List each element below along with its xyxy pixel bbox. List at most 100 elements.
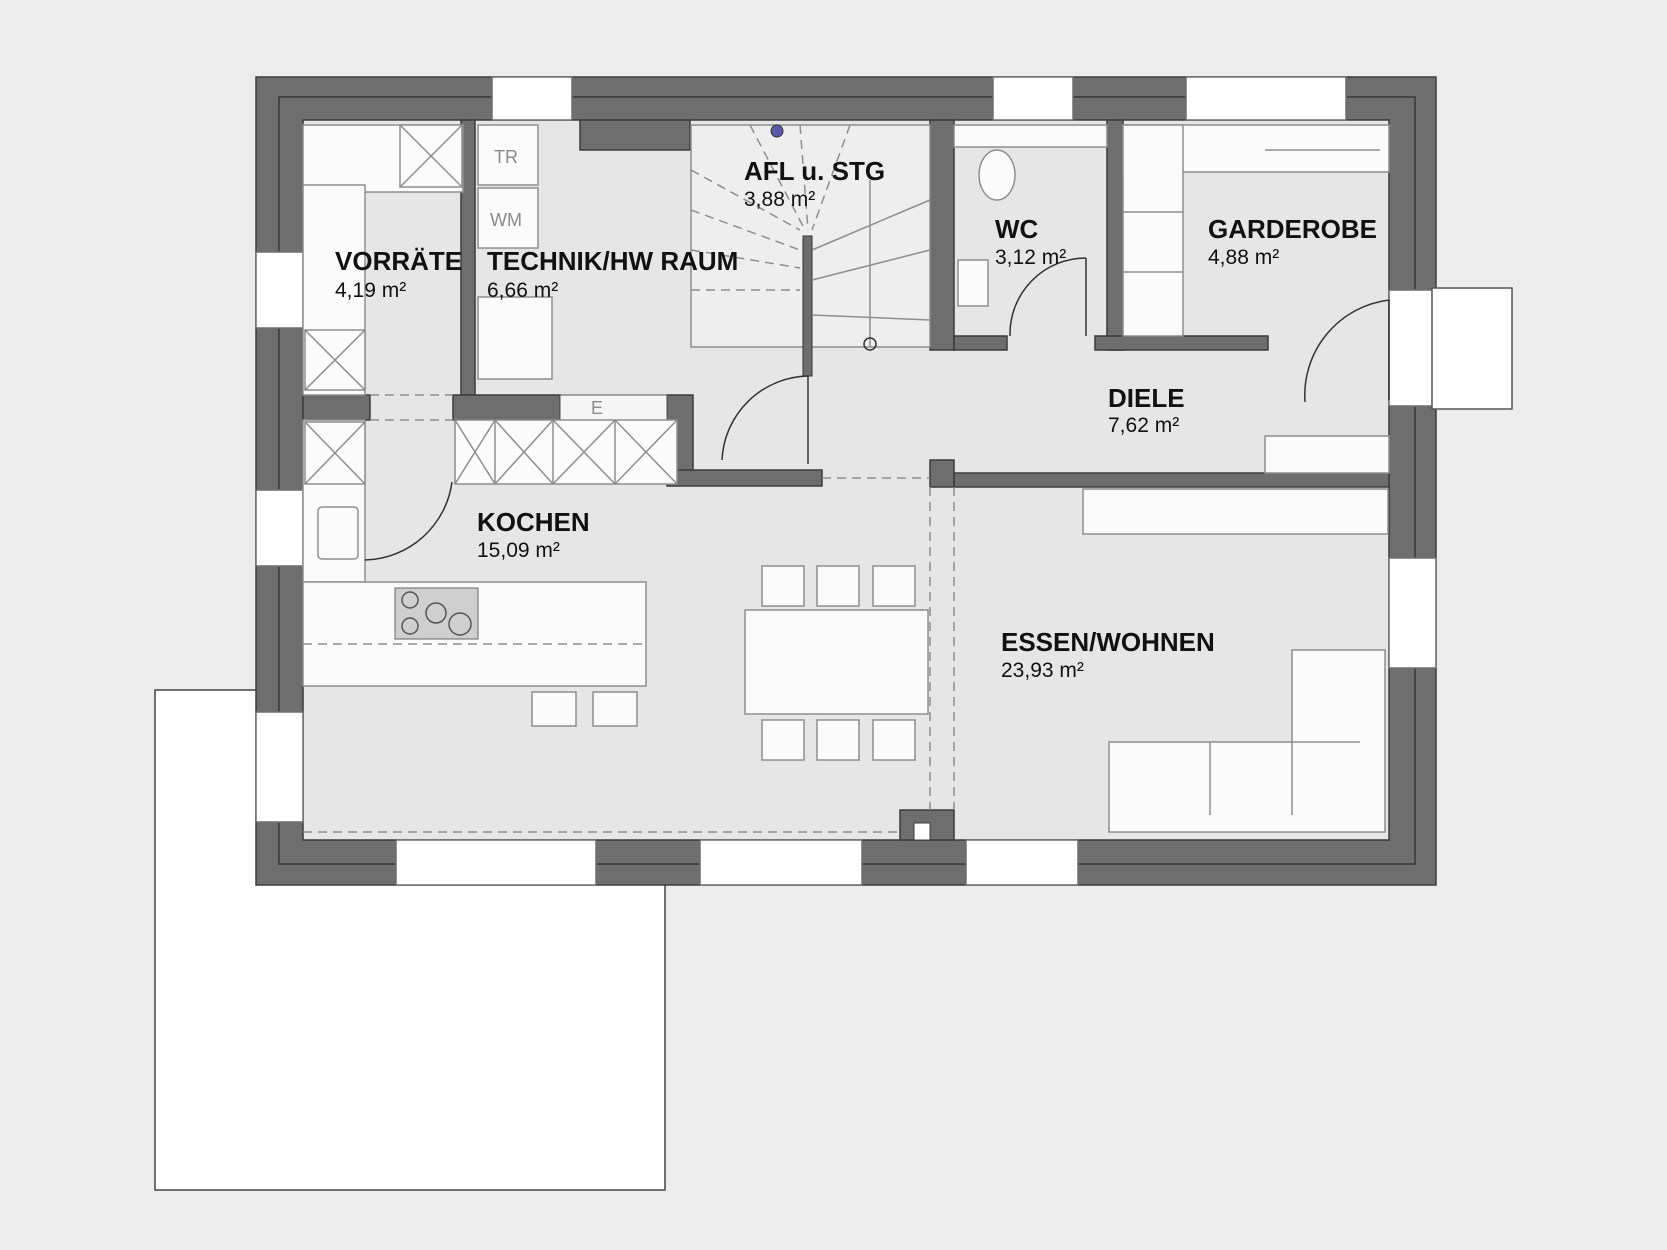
room-area-technik: 6,66 m² (487, 279, 558, 302)
pillar-bottom-inner (913, 822, 931, 841)
stair-line-9 (811, 249, 931, 281)
chair-bottom-3 (872, 719, 916, 761)
bar-stool-1 (531, 691, 577, 727)
stair-line-5 (749, 124, 806, 231)
kitchen-counters (302, 419, 678, 727)
window-top-3 (1185, 76, 1347, 121)
wc-furniture (953, 124, 1108, 307)
window-top-2 (992, 76, 1074, 121)
room-area-garderobe: 4,88 m² (1208, 246, 1279, 269)
stair-handrail (802, 235, 813, 377)
wall-technik-top (579, 119, 691, 151)
staircase (690, 124, 931, 377)
stair-start-marker (863, 337, 877, 351)
stair-line-10 (811, 314, 931, 321)
room-name-afl-stg: AFL u. STG (744, 156, 885, 186)
pillar-center (929, 459, 955, 488)
fridge-x2 (304, 421, 366, 485)
attic-hatch-marker (770, 124, 784, 138)
room-name-wc: WC (995, 214, 1039, 244)
window-left-2 (255, 489, 304, 567)
door-stair-swing (721, 375, 809, 461)
wall-wc-bottom (953, 335, 1008, 351)
dryer-label: TR (494, 147, 518, 167)
room-area-afl-stg: 3,88 m² (744, 188, 815, 211)
chair-top-1 (761, 565, 805, 607)
room-name-garderobe: GARDEROBE (1208, 214, 1377, 244)
window-bottom-3 (965, 839, 1079, 886)
window-bottom-1 (395, 839, 597, 886)
bar-stool-2 (592, 691, 638, 727)
counter-x8 (614, 419, 678, 485)
window-left-3 (255, 711, 304, 823)
window-left-1 (255, 251, 304, 329)
counter-x4 (494, 419, 554, 485)
washer-label: WM (490, 210, 522, 230)
room-area-kochen: 15,09 m² (477, 539, 560, 562)
chair-top-3 (872, 565, 916, 607)
entrance-canopy (1431, 287, 1513, 410)
room-name-diele: DIELE (1108, 383, 1185, 413)
boiler-unit (477, 296, 553, 380)
door-wc-swing (1009, 257, 1087, 337)
cooktop (394, 587, 479, 640)
stair-line-7 (811, 124, 851, 231)
stair-line-8 (811, 199, 931, 251)
vorraete-furniture (302, 124, 464, 396)
washer-box (477, 187, 539, 249)
room-area-diele: 7,62 m² (1108, 414, 1179, 437)
wc-shelf (953, 124, 1108, 148)
room-labels: VORRÄTE 4,19 m² TECHNIK/HW RAUM 6,66 m² … (335, 156, 1377, 682)
garderobe-furniture (1122, 124, 1390, 474)
sideboard (1082, 488, 1389, 535)
window-right-1 (1388, 289, 1437, 407)
stair-line-3 (690, 249, 801, 269)
dining-set (744, 565, 929, 761)
dryer-box (477, 124, 539, 186)
wall-stair-wc (929, 119, 955, 351)
room-name-essen-wohnen: ESSEN/WOHNEN (1001, 627, 1215, 657)
room-separations (303, 394, 955, 833)
burner-2 (401, 617, 419, 635)
meter-box (559, 394, 668, 421)
wall-garderobe-bottom (1094, 335, 1269, 351)
pantry-cabinet-bottom-x2 (304, 329, 366, 391)
counter-x2 (454, 419, 496, 485)
door-entrance-swing (1304, 299, 1390, 403)
door-kochen-swing (364, 481, 453, 561)
dining-table (744, 609, 929, 715)
burner-1 (401, 591, 419, 609)
burner-4 (448, 612, 472, 636)
room-area-essen-wohnen: 23,93 m² (1001, 659, 1084, 682)
wall-below-vorraete (302, 394, 371, 421)
wall-below-vorraete-2 (452, 394, 561, 421)
wall-diele-bottom (953, 472, 1390, 488)
room-name-technik: TECHNIK/HW RAUM (487, 246, 738, 276)
interior-walls (302, 119, 1390, 841)
room-area-vorraete: 4,19 m² (335, 279, 406, 302)
stair-line-1 (690, 169, 801, 231)
toilet (978, 149, 1016, 201)
counter-top-cabinets (454, 419, 678, 485)
wall-stair-bottom (666, 469, 823, 487)
technik-furniture: TR WM E (477, 124, 668, 421)
chair-top-2 (816, 565, 860, 607)
burner-3 (425, 602, 447, 624)
room-name-kochen: KOCHEN (477, 507, 590, 537)
wc-washbasin (957, 259, 989, 307)
wardrobe-side (1122, 124, 1184, 337)
wall-wc-garderobe (1106, 119, 1124, 351)
living-furniture (1082, 488, 1389, 833)
room-area-wc: 3,12 m² (995, 246, 1066, 269)
window-top-1 (491, 76, 573, 121)
sink (317, 506, 359, 560)
chair-bottom-1 (761, 719, 805, 761)
counter-x6 (552, 419, 616, 485)
doors (364, 257, 1390, 561)
shoe-bench (1264, 435, 1390, 474)
window-bottom-2 (699, 839, 863, 886)
pantry-cabinet-top-x2 (399, 124, 463, 188)
stair-line-2 (690, 209, 801, 251)
room-name-vorraete: VORRÄTE (335, 246, 462, 276)
